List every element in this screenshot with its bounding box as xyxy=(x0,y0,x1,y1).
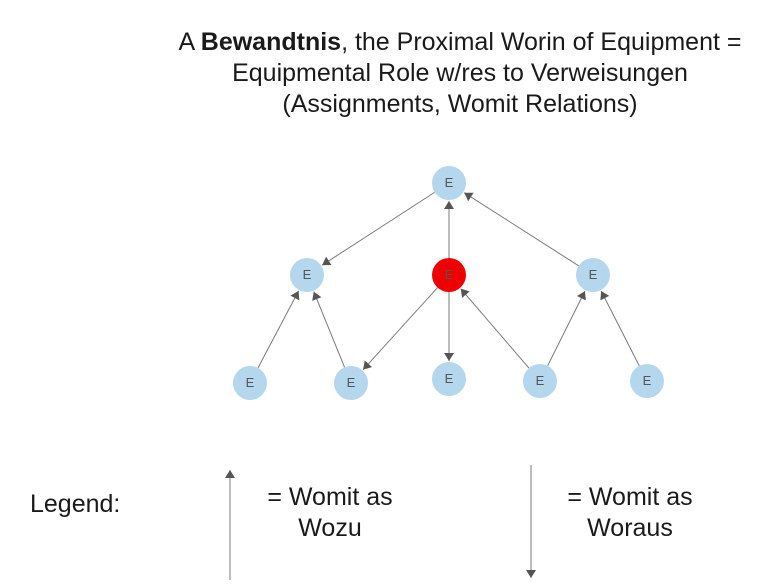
edge-bot-1-to-mid-left xyxy=(257,290,300,369)
node-label: E xyxy=(246,375,255,390)
node-label: E xyxy=(445,175,454,190)
nodes-layer: E E E E E E E E E xyxy=(233,166,664,400)
node-bot-2: E xyxy=(334,366,368,400)
edges-layer xyxy=(257,191,640,371)
edge-bot-2-to-mid-left xyxy=(312,291,346,368)
node-circle xyxy=(432,166,466,200)
node-mid-left: E xyxy=(290,258,324,292)
legend-down-text-2: Woraus xyxy=(587,514,673,542)
node-circle xyxy=(630,364,664,398)
node-circle xyxy=(432,258,466,292)
legend-down-text-1: = Womit as xyxy=(567,483,693,511)
node-label: E xyxy=(347,375,356,390)
node-mid-right: E xyxy=(576,258,610,292)
node-circle xyxy=(523,364,557,398)
node-label: E xyxy=(589,267,598,282)
node-bot-4: E xyxy=(523,364,557,398)
node-circle xyxy=(290,258,324,292)
node-circle xyxy=(233,366,267,400)
node-circle xyxy=(432,362,466,396)
title-suffix: , the Proximal Worin of Equipment = xyxy=(341,28,742,56)
node-bot-1: E xyxy=(233,366,267,400)
node-bot-5: E xyxy=(630,364,664,398)
title-line-3: (Assignments, Womit Relations) xyxy=(282,90,638,118)
edge-mid-right-to-top xyxy=(463,192,579,267)
node-circle xyxy=(334,366,368,400)
title-prefix: A xyxy=(178,28,201,56)
node-circle xyxy=(576,258,610,292)
edge-bot-4-to-mid-center xyxy=(460,288,530,369)
edge-top-to-mid-left xyxy=(321,191,436,266)
edge-bot-4-to-mid-right xyxy=(547,290,586,367)
legend-up-text-2: Wozu xyxy=(298,514,362,542)
title-line-2: Equipmental Role w/res to Verweisungen xyxy=(232,59,688,87)
node-bot-3: E xyxy=(432,362,466,396)
title-bold-term: Bewandtnis xyxy=(200,28,342,56)
edge-bot-5-to-mid-right xyxy=(600,290,640,367)
node-top: E xyxy=(432,166,466,200)
node-label: E xyxy=(445,371,454,386)
legend-label: Legend: xyxy=(30,490,121,518)
node-label: E xyxy=(643,373,652,388)
node-label: E xyxy=(445,267,454,282)
node-label: E xyxy=(536,373,545,388)
node-mid-center: E xyxy=(432,258,466,292)
edge-mid-center-to-bot-2 xyxy=(362,287,438,371)
title-line-1: A Bewandtnis, the Proximal Worin of Equi… xyxy=(140,27,780,58)
legend-up-text-1: = Womit as xyxy=(267,483,393,511)
node-label: E xyxy=(303,267,312,282)
